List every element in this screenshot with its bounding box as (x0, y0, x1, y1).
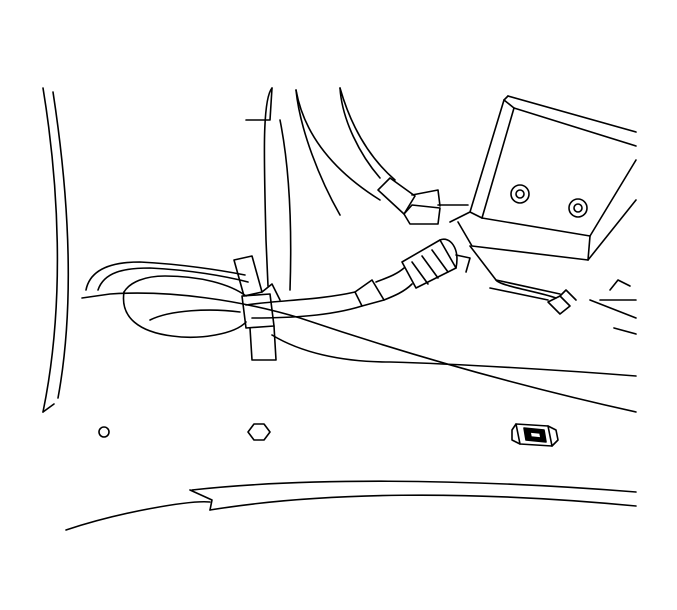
upper-harness (295, 87, 469, 225)
floor-access-hole (122, 275, 247, 339)
lower-harness (245, 238, 471, 319)
wheel-arch (65, 480, 637, 531)
floor-panel (81, 261, 637, 413)
retaining-clip-icon (511, 423, 559, 447)
center-pillar (245, 87, 381, 291)
left-body-panel (42, 87, 70, 413)
module-connector (547, 289, 577, 315)
floor-hardware (98, 423, 559, 447)
electronic-module (449, 95, 637, 335)
harness-tie-strap (233, 255, 281, 361)
